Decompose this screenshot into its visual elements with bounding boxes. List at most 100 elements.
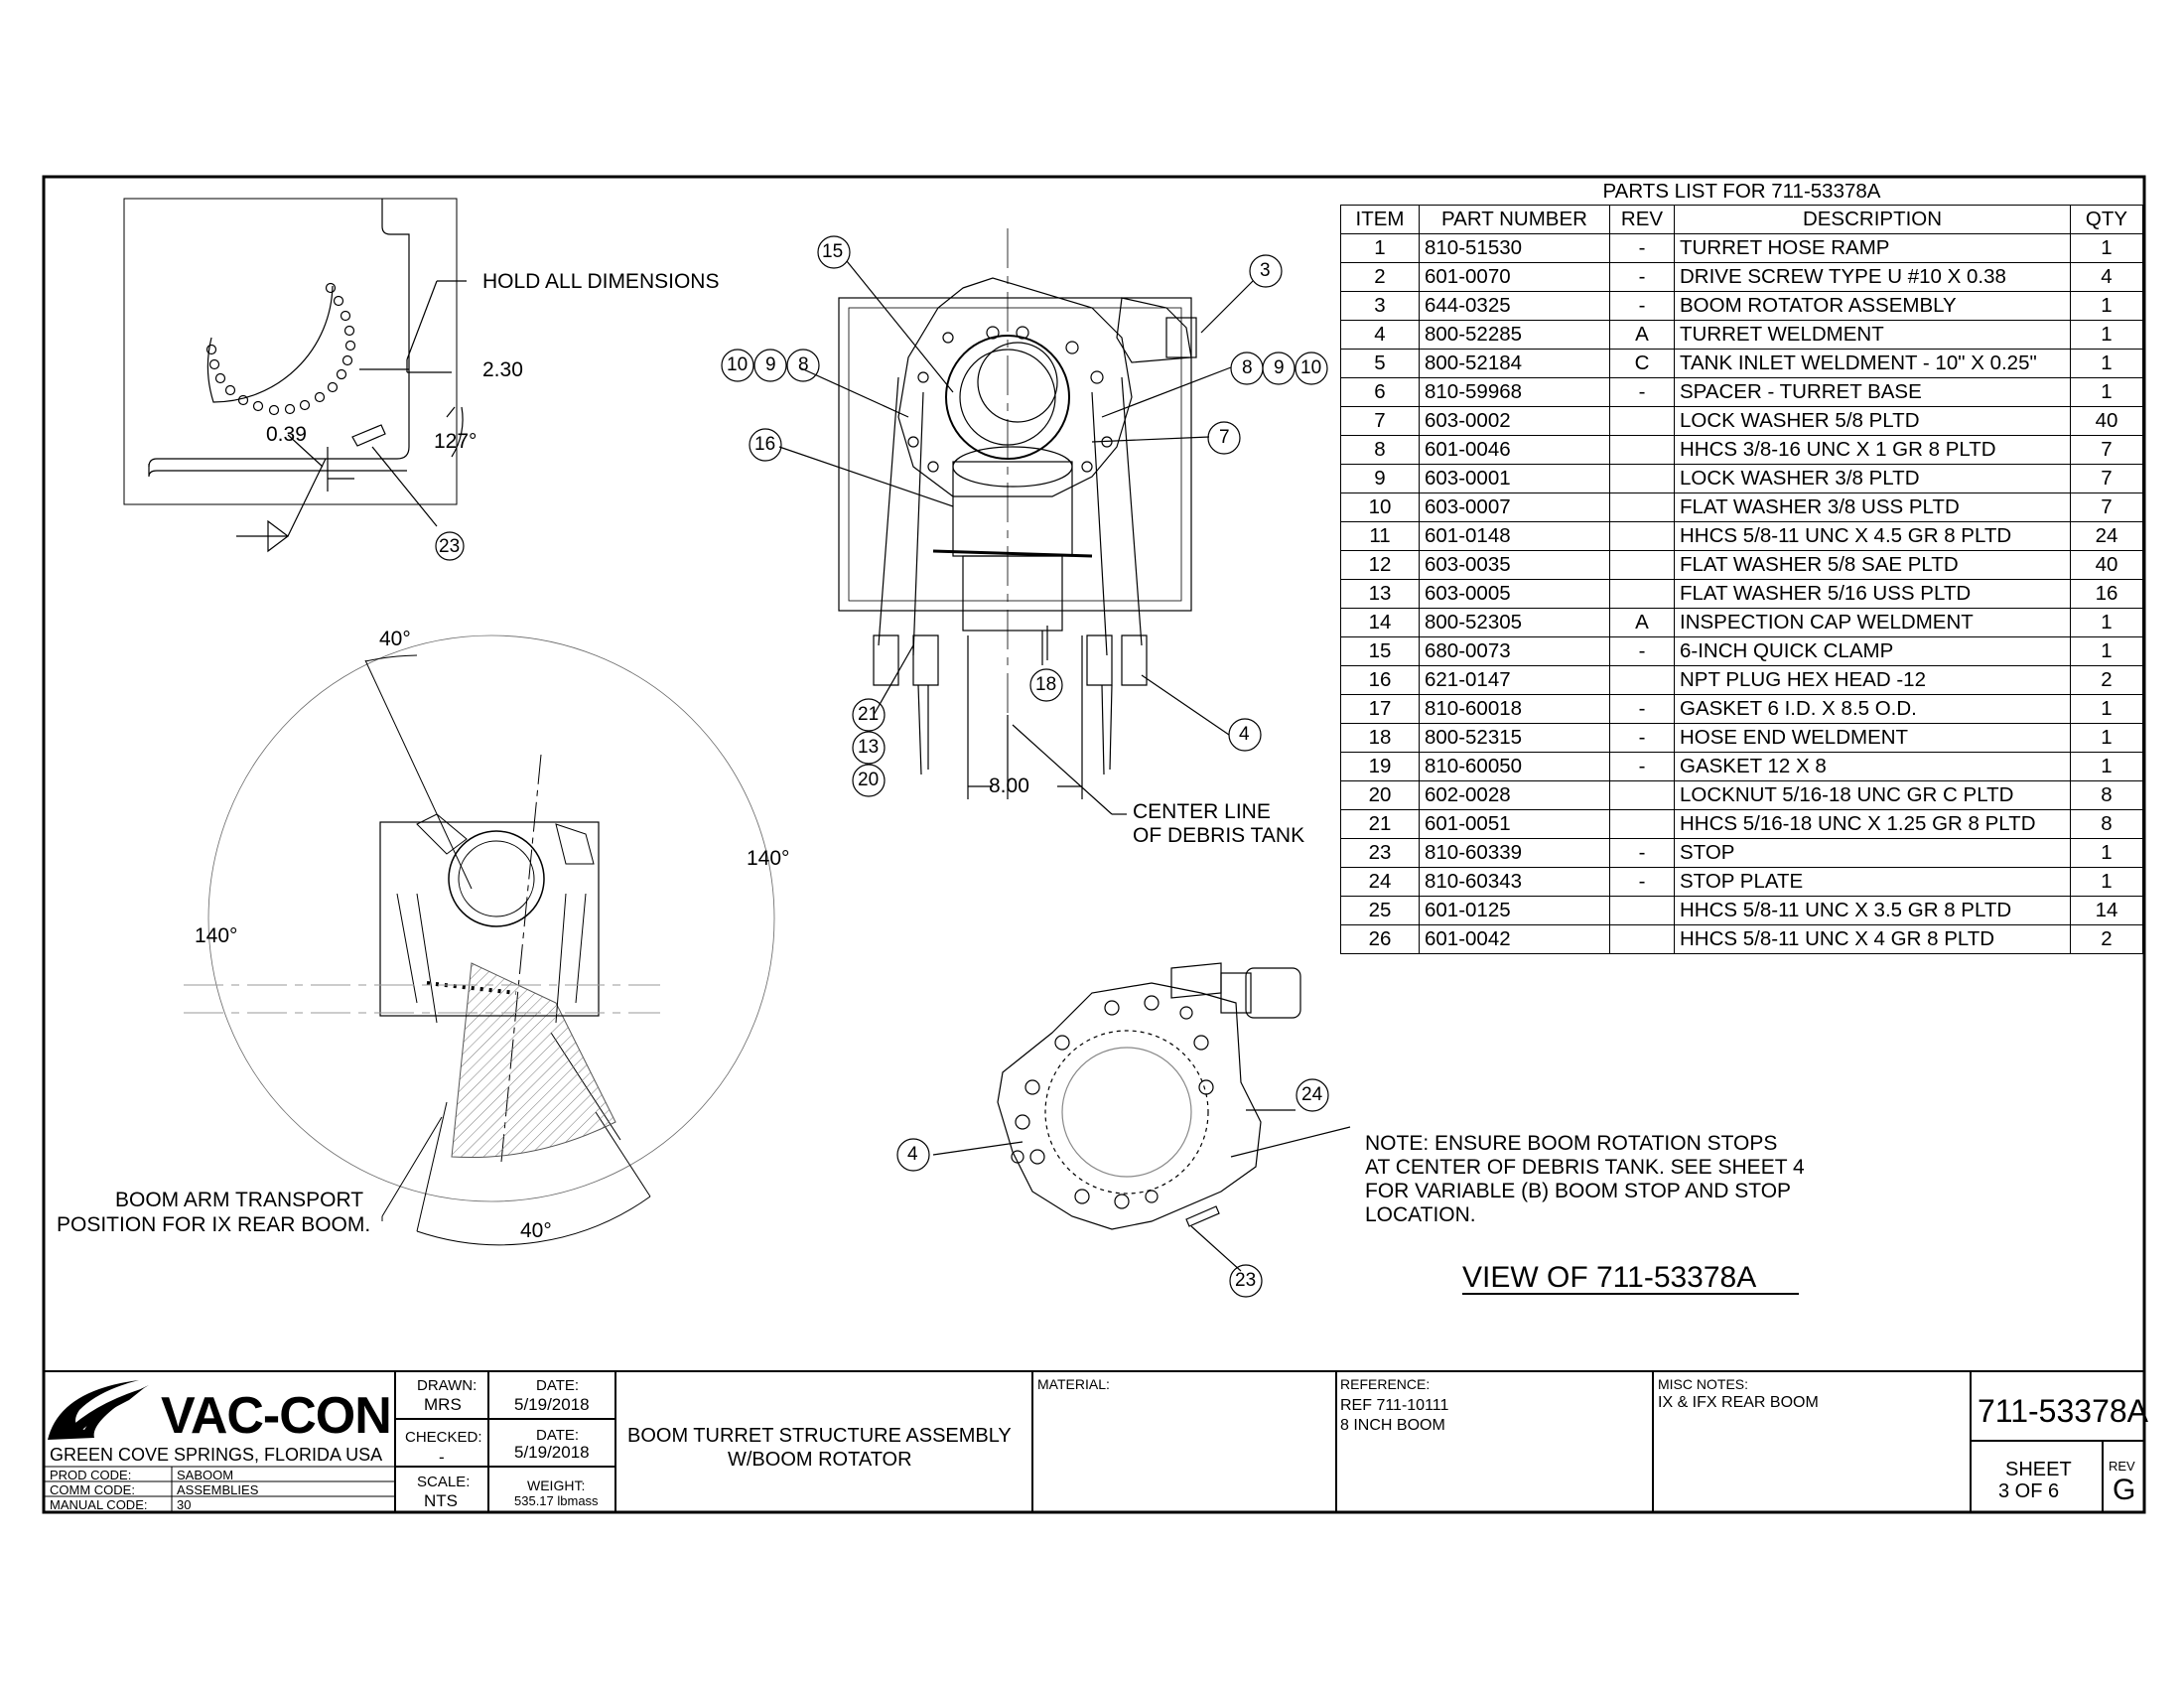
rotation-circle [207, 634, 775, 1202]
drawing-title-line1: BOOM TURRET STRUCTURE ASSEMBLY [627, 1425, 1012, 1447]
qty-cell: 8 [2070, 780, 2143, 810]
company-logo-text: VAC-CON [161, 1387, 392, 1445]
rev-cell [1609, 550, 1675, 580]
company-location: GREEN COVE SPRINGS, FLORIDA USA [50, 1445, 383, 1465]
part-number-cell: 644-0325 [1419, 291, 1610, 321]
note-line-4: LOCATION. [1365, 1203, 1476, 1226]
dim-0-39: 0.39 [266, 423, 307, 446]
drawn-label: DRAWN: [417, 1377, 478, 1394]
item-cell: 2 [1340, 262, 1420, 292]
drawing-title-line2: W/BOOM ROTATOR [728, 1449, 912, 1471]
description-cell: DRIVE SCREW TYPE U #10 X 0.38 [1674, 262, 2071, 292]
part-number-cell: 621-0147 [1419, 665, 1610, 695]
rev-cell: - [1609, 838, 1675, 868]
description-cell: STOP [1674, 838, 2071, 868]
callout-18: 18 [1035, 674, 1057, 695]
description-cell: 6-INCH QUICK CLAMP [1674, 636, 2071, 666]
prod-code-label: PROD CODE: [50, 1468, 132, 1482]
callout-10-right: 10 [1300, 357, 1322, 378]
description-cell: BOOM ROTATOR ASSEMBLY [1674, 291, 2071, 321]
vac-con-logo-swoosh [48, 1380, 149, 1440]
qty-cell: 1 [2070, 320, 2143, 350]
rev-cell [1609, 579, 1675, 609]
hold-dims-label: HOLD ALL DIMENSIONS [482, 270, 720, 293]
callout-16: 16 [754, 434, 776, 455]
description-cell: LOCK WASHER 5/8 PLTD [1674, 406, 2071, 436]
rev-cell: - [1609, 867, 1675, 897]
rev-cell: A [1609, 320, 1675, 350]
callout-3: 3 [1260, 260, 1271, 281]
prod-code-value: SABOOM [177, 1468, 234, 1482]
item-cell: 11 [1340, 521, 1420, 551]
part-number-cell: 810-51530 [1419, 233, 1610, 263]
item-cell: 3 [1340, 291, 1420, 321]
rev-cell: - [1609, 377, 1675, 407]
front-view [721, 228, 1328, 815]
rev-cell: A [1609, 608, 1675, 637]
item-cell: 20 [1340, 780, 1420, 810]
checked-value: - [439, 1448, 445, 1467]
part-number-cell: 810-60343 [1419, 867, 1610, 897]
qty-cell: 1 [2070, 608, 2143, 637]
base-bolts [1011, 995, 1214, 1209]
reference-line2: 8 INCH BOOM [1340, 1417, 1445, 1434]
rev-cell: - [1609, 291, 1675, 321]
misc-notes-value: IX & IFX REAR BOOM [1658, 1394, 1819, 1411]
rev-cell: - [1609, 723, 1675, 753]
item-cell: 13 [1340, 579, 1420, 609]
comm-code-value: ASSEMBLIES [177, 1482, 259, 1497]
item-cell: 17 [1340, 694, 1420, 724]
qty-cell: 1 [2070, 752, 2143, 781]
qty-cell: 1 [2070, 867, 2143, 897]
qty-cell: 1 [2070, 694, 2143, 724]
manual-code-value: 30 [177, 1497, 192, 1512]
rev-value: G [2113, 1474, 2136, 1506]
part-number-cell: 800-52285 [1419, 320, 1610, 350]
col-description-header: DESCRIPTION [1674, 205, 2071, 234]
part-number-cell: 810-60050 [1419, 752, 1610, 781]
part-number-cell: 800-52184 [1419, 349, 1610, 378]
item-cell: 19 [1340, 752, 1420, 781]
rev-cell [1609, 492, 1675, 522]
qty-cell: 16 [2070, 579, 2143, 609]
rev-cell: - [1609, 752, 1675, 781]
qty-cell: 7 [2070, 435, 2143, 465]
parts-list-title: PARTS LIST FOR 711-53378A [1340, 179, 2143, 206]
item-cell: 1 [1340, 233, 1420, 263]
description-cell: FLAT WASHER 3/8 USS PLTD [1674, 492, 2071, 522]
rotation-range-view [184, 634, 775, 1246]
description-cell: HHCS 5/16-18 UNC X 1.25 GR 8 PLTD [1674, 809, 2071, 839]
item-cell: 4 [1340, 320, 1420, 350]
rev-cell: C [1609, 349, 1675, 378]
description-cell: INSPECTION CAP WELDMENT [1674, 608, 2071, 637]
callout-24: 24 [1301, 1084, 1323, 1105]
part-number-cell: 601-0051 [1419, 809, 1610, 839]
scale-value: NTS [424, 1491, 458, 1510]
description-cell: GASKET 12 X 8 [1674, 752, 2071, 781]
col-part-number-header: PART NUMBER [1419, 205, 1610, 234]
part-number-cell: 680-0073 [1419, 636, 1610, 666]
angle-140-left: 140° [195, 924, 238, 947]
note-line-1: NOTE: ENSURE BOOM ROTATION STOPS [1365, 1132, 1778, 1155]
item-cell: 15 [1340, 636, 1420, 666]
callout-23-base: 23 [1235, 1270, 1257, 1291]
callout-8-left: 8 [798, 354, 809, 375]
item-cell: 12 [1340, 550, 1420, 580]
description-cell: HHCS 5/8-11 UNC X 3.5 GR 8 PLTD [1674, 896, 2071, 925]
drawn-date-label: DATE: [536, 1377, 580, 1394]
weight-value: 535.17 lbmass [514, 1493, 599, 1508]
checked-label: CHECKED: [405, 1429, 482, 1446]
qty-cell: 1 [2070, 377, 2143, 407]
base-view [896, 962, 1799, 1298]
